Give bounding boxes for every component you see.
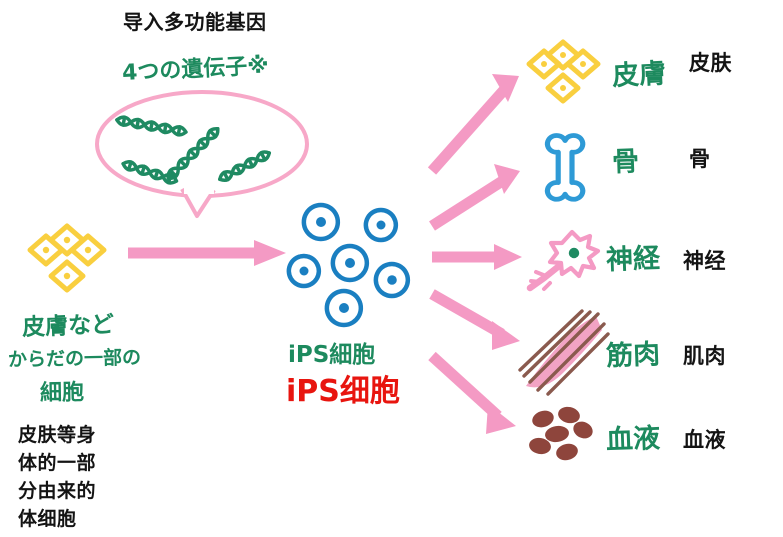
- output-label-cn-bone: 骨: [689, 147, 711, 171]
- handwritten-genes-label: 4つの遺伝子※: [121, 53, 270, 86]
- output-label-cn-muscle: 肌肉: [683, 344, 726, 368]
- skin-diamond-icon: [526, 39, 601, 104]
- muscle-icon: [518, 309, 610, 396]
- blood-cells-icon: [529, 406, 593, 461]
- source-label-cn-line1: 皮肤等身: [18, 424, 97, 446]
- source-label-jp-line2: からだの一部の: [7, 346, 142, 371]
- arrow-to-skin: [427, 74, 519, 175]
- bone-icon: [544, 133, 586, 202]
- source-label-cn-line4: 体细胞: [18, 508, 77, 530]
- source-label-cn-line3: 分由来的: [18, 480, 97, 502]
- output-label-jp-muscle: 筋肉: [605, 339, 661, 372]
- ips-label-cn: iPS细胞: [286, 374, 400, 409]
- arrow-to-muscle: [429, 289, 520, 350]
- output-label-jp-neuron: 神経: [605, 243, 661, 276]
- arrow-source-to-ips: [128, 240, 286, 266]
- source-label-jp-line1: 皮膚など: [21, 311, 115, 341]
- arrow-to-blood: [428, 351, 516, 434]
- output-label-jp-skin: 皮膚: [611, 58, 667, 92]
- output-label-cn-skin: 皮肤: [689, 51, 732, 75]
- arrow-to-neuron: [432, 244, 522, 270]
- output-label-cn-neuron: 神经: [683, 249, 726, 273]
- ips-cell-cluster-icon: [286, 202, 411, 328]
- arrow-to-bone: [429, 164, 520, 231]
- dna-strand-icon: [115, 115, 188, 137]
- diagram-title-top: 导入多功能基因: [123, 10, 267, 34]
- dna-strand-icon: [166, 126, 220, 180]
- arrow-fan-group: [427, 74, 522, 434]
- output-label-cn-blood: 血液: [683, 428, 726, 452]
- skin-diamond-icon: [27, 223, 107, 293]
- dna-strand-icon: [218, 150, 272, 183]
- neuron-icon: [526, 229, 601, 292]
- ips-label-jp: iPS細胞: [288, 342, 376, 368]
- output-label-jp-bone: 骨: [611, 146, 640, 178]
- gene-speech-bubble: [95, 90, 309, 218]
- output-label-jp-blood: 血液: [605, 423, 661, 456]
- source-label-jp-line3: 細胞: [39, 380, 85, 406]
- source-label-cn-line2: 体的一部: [18, 452, 97, 474]
- dna-strand-icon: [121, 160, 179, 185]
